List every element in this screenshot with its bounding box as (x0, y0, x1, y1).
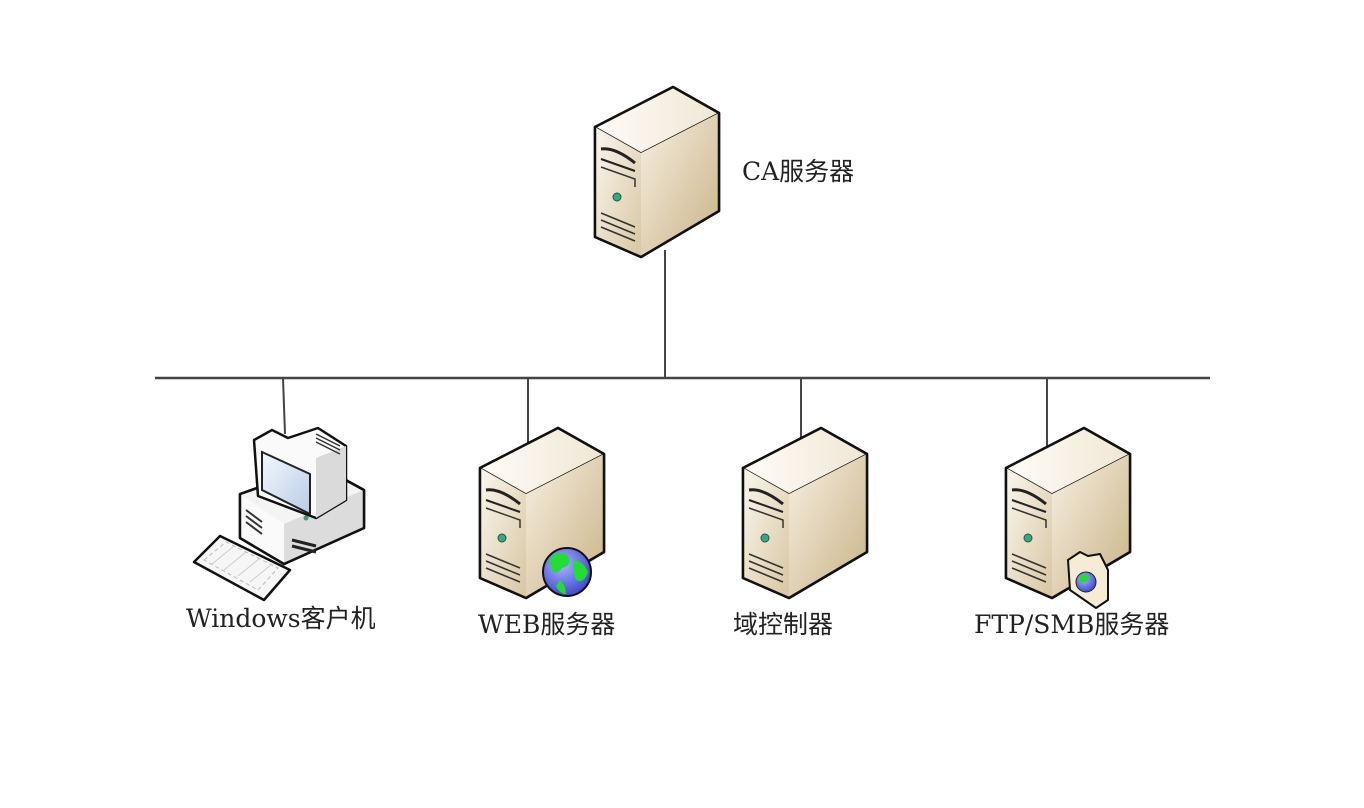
shared-folder-icon (1067, 551, 1109, 609)
workstation-icon (192, 426, 366, 602)
windows-client-label: Windows客户机 (186, 604, 376, 633)
windows-client-node[interactable]: Windows客户机 (186, 426, 376, 633)
web-server-node[interactable]: WEB服务器 (478, 426, 615, 639)
server-icon (741, 426, 869, 600)
server-icon (593, 85, 721, 259)
web-server-label: WEB服务器 (478, 610, 615, 639)
ftp-smb-server-node[interactable]: FTP/SMB服务器 (974, 426, 1169, 639)
globe-icon (542, 547, 592, 597)
domain-controller-label: 域控制器 (733, 610, 833, 639)
ftp-smb-server-label: FTP/SMB服务器 (974, 610, 1169, 639)
ca-server-node[interactable]: CA服务器 (593, 85, 854, 259)
domain-controller-node[interactable]: 域控制器 (733, 426, 869, 639)
connector-client (282, 377, 286, 435)
ca-server-label: CA服务器 (742, 157, 854, 186)
